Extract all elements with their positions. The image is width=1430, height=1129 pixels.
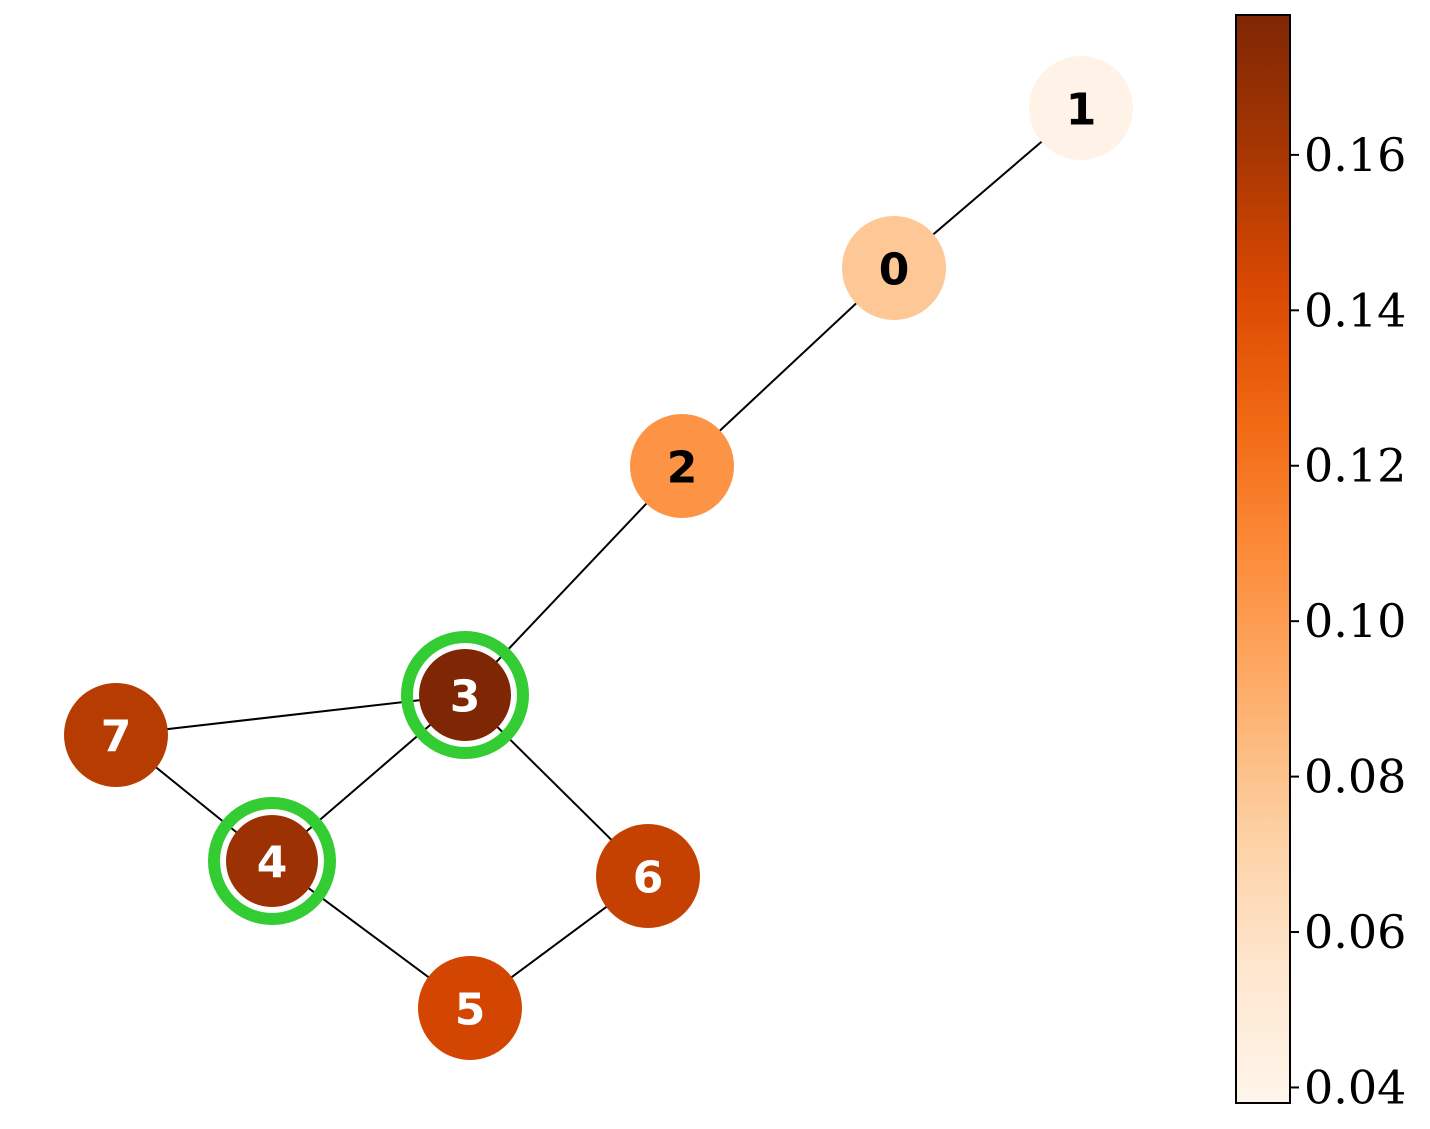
node-circle	[419, 649, 511, 741]
colorbar-tick-label: 0.10	[1304, 594, 1406, 648]
node-4: 4	[208, 797, 336, 925]
node-2: 2	[630, 414, 734, 518]
colorbar-ticks: 0.04 0.06 0.08 0.10 0.12 0.14 0.16	[1290, 128, 1406, 1114]
node-5: 5	[418, 956, 522, 1060]
node-6: 6	[596, 824, 700, 928]
nodes-layer: 0 1 2 3 4 5 6 7	[64, 56, 1133, 1060]
node-label: 7	[101, 712, 132, 763]
colorbar-tick-label: 0.14	[1304, 283, 1406, 337]
node-circle	[630, 414, 734, 518]
node-circle	[596, 824, 700, 928]
node-label: 3	[450, 672, 481, 723]
node-label: 5	[455, 985, 486, 1036]
node-1: 1	[1029, 56, 1133, 160]
node-label: 6	[633, 853, 664, 904]
node-circle	[64, 683, 168, 787]
node-label: 4	[257, 838, 288, 889]
node-label: 1	[1066, 85, 1097, 136]
node-highlight-ring	[401, 631, 529, 759]
node-circle	[1029, 56, 1133, 160]
colorbar-tick-label: 0.08	[1304, 750, 1406, 804]
node-label: 0	[879, 245, 910, 296]
colorbar-tick-label: 0.16	[1304, 128, 1406, 182]
node-label: 2	[667, 443, 698, 494]
node-circle	[842, 216, 946, 320]
colorbar-gradient	[1235, 14, 1291, 1104]
node-0: 0	[842, 216, 946, 320]
node-3: 3	[401, 631, 529, 759]
colorbar: 0.04 0.06 0.08 0.10 0.12 0.14 0.16	[1235, 14, 1406, 1114]
node-7: 7	[64, 683, 168, 787]
colorbar-tick-label: 0.12	[1304, 439, 1406, 493]
node-highlight-ring	[208, 797, 336, 925]
node-circle	[418, 956, 522, 1060]
colorbar-tick-label: 0.04	[1304, 1060, 1406, 1114]
colorbar-tick-label: 0.06	[1304, 905, 1406, 959]
node-circle	[226, 815, 318, 907]
